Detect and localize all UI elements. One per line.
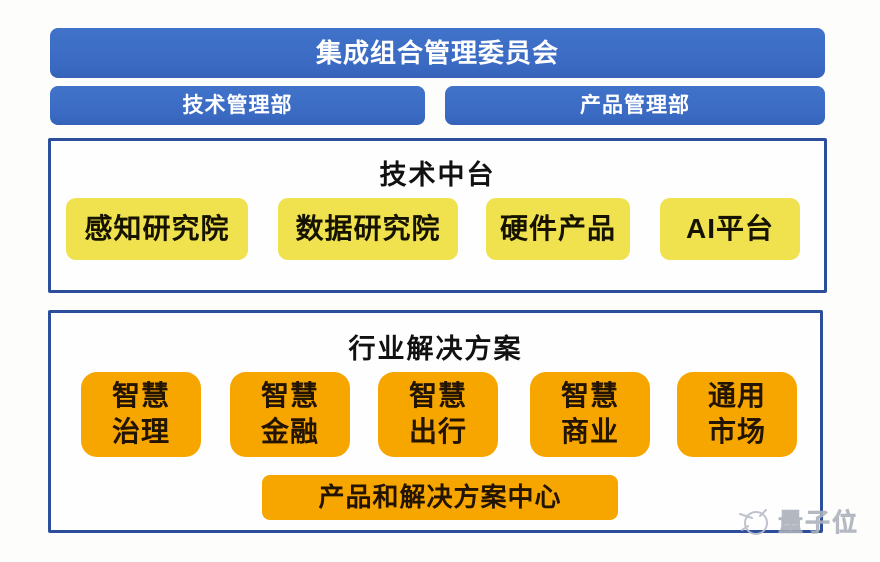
unit-smart-governance: 智慧 治理 xyxy=(81,372,201,457)
unit-label-line1: 智慧 xyxy=(408,380,467,411)
unit-label-line2: 治理 xyxy=(111,416,170,447)
unit-label-line2: 金融 xyxy=(260,416,319,447)
unit-ai-platform: AI平台 xyxy=(660,198,800,260)
unit-perception-institute: 感知研究院 xyxy=(66,198,248,260)
unit-data-institute: 数据研究院 xyxy=(278,198,458,260)
tech-platform-title: 技术中台 xyxy=(379,160,496,190)
unit-label-line1: 通用 xyxy=(707,380,766,411)
industry-solutions-title: 行业解决方案 xyxy=(348,334,523,364)
qbitai-logo-icon xyxy=(739,509,768,535)
unit-hardware-products: 硬件产品 xyxy=(486,198,630,260)
unit-label-line1: 智慧 xyxy=(111,380,170,411)
unit-label-line1: 智慧 xyxy=(560,380,619,411)
unit-smart-mobility: 智慧 出行 xyxy=(378,372,498,457)
dept-bar-product-management: 产品管理部 xyxy=(445,86,825,125)
dept-bar-tech-management: 技术管理部 xyxy=(50,86,425,125)
product-solution-center-bar: 产品和解决方案中心 xyxy=(262,475,618,520)
unit-label-line2: 出行 xyxy=(408,416,467,447)
unit-smart-commerce: 智慧 商业 xyxy=(530,372,650,457)
unit-label-line1: 智慧 xyxy=(260,380,319,411)
watermark-label: 量子位 xyxy=(778,509,860,538)
unit-general-market: 通用 市场 xyxy=(677,372,797,457)
committee-bar: 集成组合管理委员会 xyxy=(50,28,825,78)
unit-label-line2: 市场 xyxy=(707,416,766,447)
unit-label-line2: 商业 xyxy=(560,416,619,447)
tech-platform-section: 技术中台 感知研究院 数据研究院 硬件产品 AI平台 xyxy=(48,138,827,293)
watermark: 量子位 xyxy=(736,503,859,539)
industry-solutions-section: 行业解决方案 智慧 治理 智慧 金融 智慧 出行 智慧 商业 通用 市场 产品和… xyxy=(48,310,823,533)
unit-smart-finance: 智慧 金融 xyxy=(230,372,350,457)
